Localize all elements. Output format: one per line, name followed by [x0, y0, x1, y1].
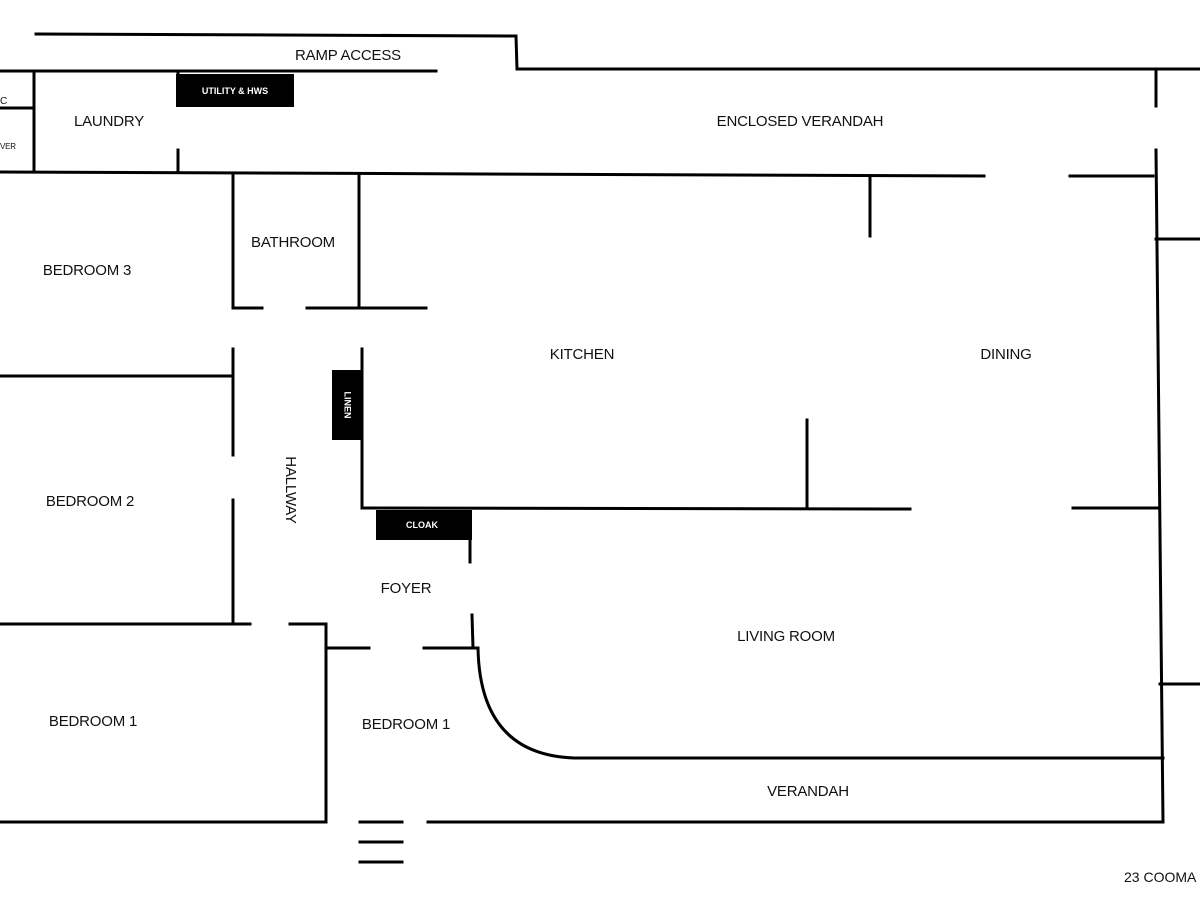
- bedroom-1-left-label: BEDROOM 1: [49, 713, 137, 730]
- cloak-block: CLOAK: [376, 510, 472, 540]
- verandah-label: VERANDAH: [767, 783, 849, 800]
- bedroom-2-label: BEDROOM 2: [46, 493, 134, 510]
- kitchen-label: KITCHEN: [550, 346, 614, 363]
- utility-hws-block: UTILITY & HWS: [176, 74, 294, 107]
- bedroom-1-center-label: BEDROOM 1: [362, 716, 450, 733]
- enclosed-verandah-label: ENCLOSED VERANDAH: [717, 113, 884, 130]
- utility-hws-label: UTILITY & HWS: [202, 86, 268, 96]
- hallway-label: HALLWAY: [282, 456, 299, 524]
- address-label: 23 COOMA: [1124, 869, 1197, 885]
- laundry-label: LAUNDRY: [74, 113, 144, 130]
- foyer-label: FOYER: [381, 580, 432, 597]
- linen-block: LINEN: [332, 370, 362, 440]
- bathroom-label: BATHROOM: [251, 234, 335, 251]
- entry-steps: [358, 820, 404, 864]
- bedroom-3-label: BEDROOM 3: [43, 262, 131, 279]
- wc-partial-label: C: [0, 96, 7, 107]
- cloak-label: CLOAK: [406, 520, 438, 530]
- linen-label: LINEN: [343, 392, 353, 419]
- living-room-label: LIVING ROOM: [737, 628, 835, 645]
- walls: [0, 32, 1200, 824]
- shower-partial-label: VER: [0, 142, 16, 151]
- dining-label: DINING: [980, 346, 1031, 363]
- ramp-access-label: RAMP ACCESS: [295, 47, 401, 64]
